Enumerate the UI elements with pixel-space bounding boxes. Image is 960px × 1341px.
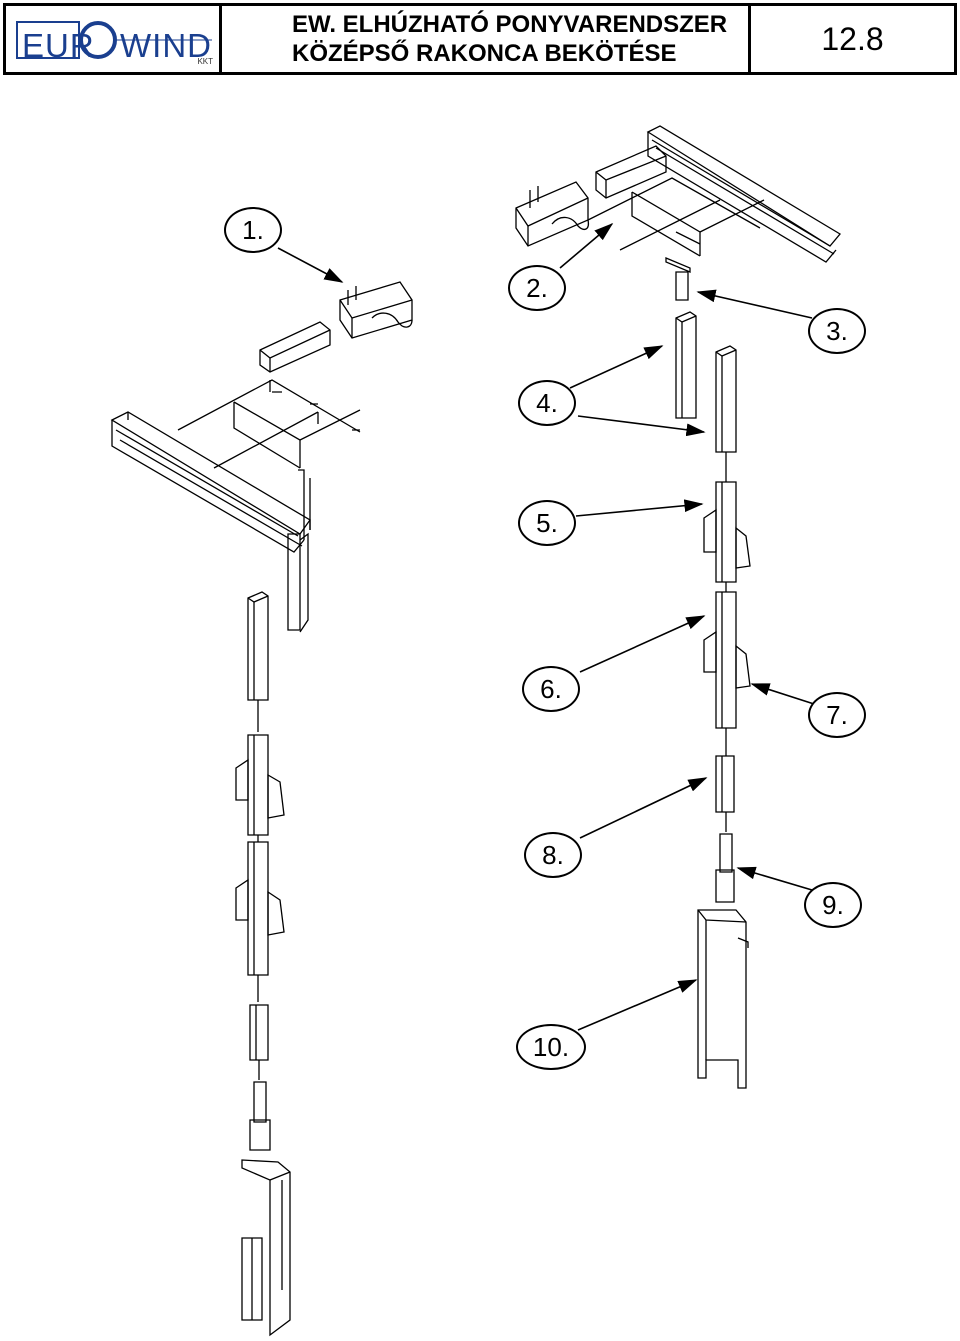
callout-6: 6. — [522, 666, 580, 712]
right-bracket-6 — [703, 591, 751, 729]
leader-1 — [277, 247, 344, 283]
callout-1: 1. — [224, 207, 282, 253]
leader-6 — [579, 615, 706, 673]
leader-8 — [579, 777, 708, 839]
left-vertical-tube-1 — [247, 591, 269, 701]
callout-3: 3. — [808, 308, 866, 354]
right-long-rail — [646, 125, 841, 263]
logo-sub: KKT — [197, 57, 213, 66]
leader-3 — [696, 289, 813, 319]
leader-5 — [575, 499, 704, 517]
logo-frame-icon — [16, 21, 212, 59]
title-line-1: EW. ELHÚZHATÓ PONYVARENDSZER — [292, 11, 728, 38]
right-pin-9 — [715, 833, 735, 903]
logo-cell: EUR WIND KKT — [6, 6, 222, 72]
eurowind-logo: EUR WIND — [16, 18, 212, 62]
right-tube-3 — [715, 345, 737, 453]
header-frame: EUR WIND KKT EW. ELHÚZHATÓ PONYVARENDSZE… — [3, 3, 957, 75]
callout-4: 4. — [518, 380, 576, 426]
title-cell: EW. ELHÚZHATÓ PONYVARENDSZER KÖZÉPSŐ RAK… — [222, 6, 751, 72]
callout-8: 8. — [524, 832, 582, 878]
leader-7 — [750, 683, 815, 705]
title-line-2: KÖZÉPSŐ RAKONCA BEKÖTÉSE — [292, 40, 677, 67]
right-hanger — [665, 257, 691, 301]
right-top-clamp — [515, 181, 590, 247]
right-tube-4 — [675, 311, 697, 419]
logo-text-left: EUR — [22, 27, 95, 64]
left-bottom-post — [241, 1159, 291, 1337]
leader-2 — [559, 222, 614, 269]
page-number: 12.8 — [821, 20, 884, 57]
left-top-clamp — [339, 281, 413, 339]
right-bracket-plate — [595, 145, 667, 199]
leader-9 — [736, 866, 813, 891]
left-pin-piece — [249, 1081, 271, 1151]
leader-10 — [577, 979, 698, 1031]
callout-5: 5. — [518, 500, 576, 546]
callout-9: 9. — [804, 882, 862, 928]
right-bottom-post-10 — [697, 909, 749, 1089]
right-frame-lines — [587, 177, 765, 257]
left-bracket-b — [235, 841, 285, 976]
callout-7: 7. — [808, 692, 866, 738]
leader-4b — [577, 415, 706, 437]
left-frame-lines — [177, 379, 361, 469]
callout-2: 2. — [508, 265, 566, 311]
right-short-tube-8 — [715, 755, 735, 813]
logo-text-right: WIND — [120, 27, 212, 64]
left-hanger — [287, 469, 311, 633]
leader-4a — [569, 345, 664, 389]
left-bracket-a — [235, 734, 285, 836]
left-short-tube — [249, 1004, 269, 1061]
right-bracket-5 — [703, 481, 751, 583]
callout-10: 10. — [516, 1024, 586, 1070]
left-bracket-plate — [259, 321, 331, 373]
